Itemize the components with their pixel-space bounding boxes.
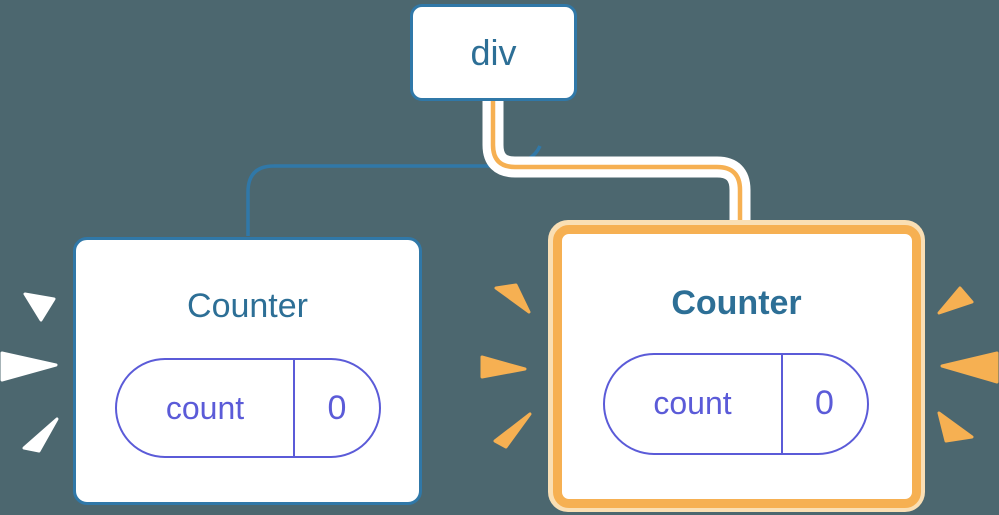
edge-highlight-casing (482, 99, 751, 227)
state-key-label: count (653, 385, 732, 421)
burst-spark-orange-icon (494, 283, 531, 314)
counter-card-right-glow: Counter count 0 (548, 220, 925, 512)
tree-node-div: div (410, 4, 577, 101)
burst-spark-orange-icon (493, 412, 532, 449)
burst-spark-orange-right-group (937, 286, 999, 443)
state-value: 0 (780, 354, 867, 453)
state-value: 0 (293, 360, 379, 456)
burst-spark-white-icon (22, 417, 59, 453)
burst-spark-orange-icon (940, 351, 999, 384)
burst-spark-white-icon (23, 292, 56, 322)
burst-spark-orange-left-group (480, 283, 532, 449)
edge-div-to-right-counter (490, 99, 743, 227)
counter-card-left: Counter count 0 (73, 237, 422, 505)
tree-node-div-label: div (470, 31, 517, 73)
state-pill: count 0 (602, 352, 869, 455)
edge-div-to-left-counter (246, 145, 542, 236)
burst-spark-orange-icon (937, 411, 974, 443)
counter-card-right: Counter count 0 (552, 224, 921, 508)
counter-title: Counter (671, 283, 802, 322)
burst-spark-white-icon (0, 351, 58, 382)
burst-spark-white-group (0, 292, 59, 453)
state-pill: count 0 (115, 358, 381, 458)
counter-title: Counter (187, 287, 308, 325)
burst-spark-orange-icon (937, 286, 974, 315)
burst-spark-orange-icon (480, 355, 527, 379)
state-key-label: count (165, 389, 245, 426)
